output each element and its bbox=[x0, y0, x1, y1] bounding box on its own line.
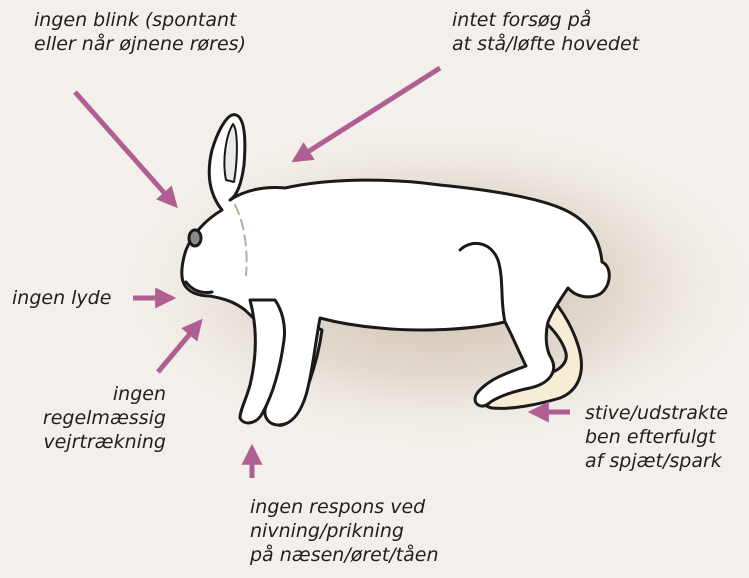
arrow-blink bbox=[75, 92, 175, 205]
label-legs: stive/udstrakte ben efterfulgt af spjæt/… bbox=[585, 401, 728, 473]
label-legs-line-3: af spjæt/spark bbox=[585, 449, 728, 473]
label-stand-line-1: intet forsøg på bbox=[452, 8, 639, 32]
label-stand-line-2: at stå/løfte hovedet bbox=[452, 32, 639, 56]
label-response-line-1: ingen respons ved bbox=[250, 495, 439, 519]
label-breathing-line-1: ingen bbox=[43, 382, 166, 406]
rabbit-eye bbox=[189, 230, 201, 246]
label-blink-line-1: ingen blink (spontant bbox=[34, 8, 246, 32]
label-blink-line-2: eller når øjnene røres) bbox=[34, 32, 246, 56]
label-breathing: ingen regelmæssig vejrtrækning bbox=[43, 382, 166, 454]
label-legs-line-2: ben efterfulgt bbox=[585, 425, 728, 449]
label-sounds: ingen lyde bbox=[12, 286, 111, 310]
label-breathing-line-3: vejrtrækning bbox=[43, 430, 166, 454]
label-response: ingen respons ved nivning/prikning på næ… bbox=[250, 495, 439, 567]
label-stand: intet forsøg på at stå/løfte hovedet bbox=[452, 8, 639, 56]
label-sounds-line-1: ingen lyde bbox=[12, 286, 111, 310]
label-response-line-2: nivning/prikning bbox=[250, 519, 439, 543]
label-response-line-3: på næsen/øret/tåen bbox=[250, 543, 439, 567]
label-breathing-line-2: regelmæssig bbox=[43, 406, 166, 430]
label-legs-line-1: stive/udstrakte bbox=[585, 401, 728, 425]
label-blink: ingen blink (spontant eller når øjnene r… bbox=[34, 8, 246, 56]
